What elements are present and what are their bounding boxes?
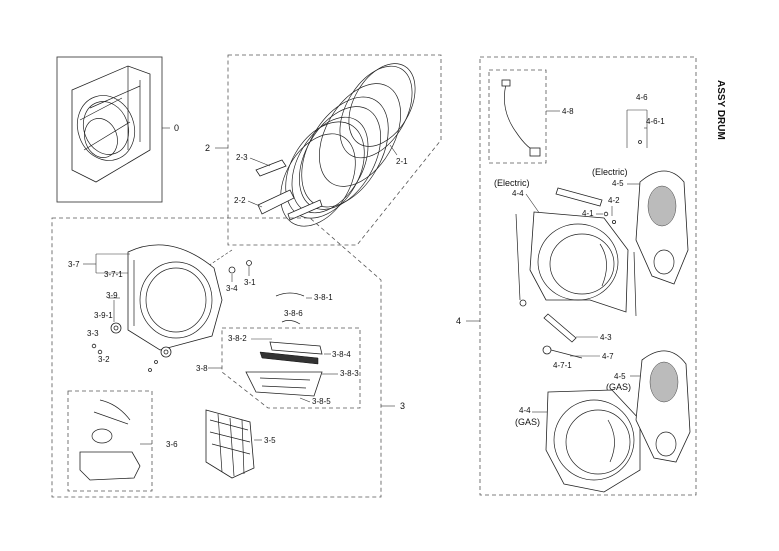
label-3-8-3: 3-8-3 [340, 369, 359, 378]
label-2-3: 2-3 [236, 153, 248, 162]
label-3-2: 3-2 [98, 355, 110, 364]
label-4-6: 4-6 [636, 93, 648, 102]
label-4-5-top: 4-5 [612, 179, 624, 188]
group-4-8-box [488, 69, 547, 164]
group-0-box [56, 56, 163, 203]
drum-assembly-image [71, 65, 151, 183]
label-2-2: 2-2 [234, 196, 246, 205]
label-3-8-5: 3-8-5 [312, 397, 331, 406]
group-3-6-box [67, 390, 153, 492]
label-4-1: 4-1 [582, 209, 594, 218]
label-3-1: 3-1 [244, 278, 256, 287]
label-4-7: 4-7 [602, 352, 614, 361]
label-3-3: 3-3 [87, 329, 99, 338]
label-electric-left: (Electric) [494, 178, 530, 188]
label-4-3: 4-3 [600, 333, 612, 342]
label-electric-top: (Electric) [592, 167, 628, 177]
part-3-4 [228, 266, 236, 274]
label-3-7: 3-7 [68, 260, 80, 269]
label-3-6: 3-6 [166, 440, 178, 449]
label-3-8-1: 3-8-1 [314, 293, 333, 302]
label-4-4-gas: 4-4 [519, 406, 531, 415]
label-4-4-top: 4-4 [512, 189, 524, 198]
label-3-5: 3-5 [264, 436, 276, 445]
label-3-8-2: 3-8-2 [228, 334, 247, 343]
label-3-8-4: 3-8-4 [332, 350, 351, 359]
group-3-8-box [221, 327, 361, 409]
label-3: 3 [400, 401, 405, 411]
label-3-8: 3-8 [196, 364, 208, 373]
heater-cover-gas-image [635, 350, 691, 463]
front-panel-image [127, 244, 223, 351]
label-3-9-1: 3-9-1 [94, 311, 113, 320]
label-0: 0 [174, 123, 179, 133]
group-2-box [227, 54, 442, 246]
part-3-1 [246, 260, 252, 266]
label-4-2: 4-2 [608, 196, 620, 205]
label-3-8-6: 3-8-6 [284, 309, 303, 318]
rear-panel-gas-image [545, 389, 641, 493]
diagram-title: ASSY DRUM [715, 80, 726, 140]
label-4-5-gas: 4-5 [614, 372, 626, 381]
drum-rings-image [255, 63, 416, 227]
label-3-4: 3-4 [226, 284, 238, 293]
label-3-7-1: 3-7-1 [104, 270, 123, 279]
rear-panel-electric-image [515, 211, 637, 317]
label-2-1: 2-1 [396, 157, 408, 166]
label-4-7-1: 4-7-1 [553, 361, 572, 370]
label-2: 2 [205, 143, 210, 153]
label-4-6-1: 4-6-1 [646, 117, 665, 126]
label-gas-left: (GAS) [515, 417, 540, 427]
heater-cover-electric-image [635, 170, 689, 285]
label-4: 4 [456, 316, 461, 326]
part-3-5-image [205, 409, 255, 479]
group-4-box [479, 56, 697, 496]
label-4-8: 4-8 [562, 107, 574, 116]
label-3-9: 3-9 [106, 291, 118, 300]
label-gas-right: (GAS) [606, 382, 631, 392]
